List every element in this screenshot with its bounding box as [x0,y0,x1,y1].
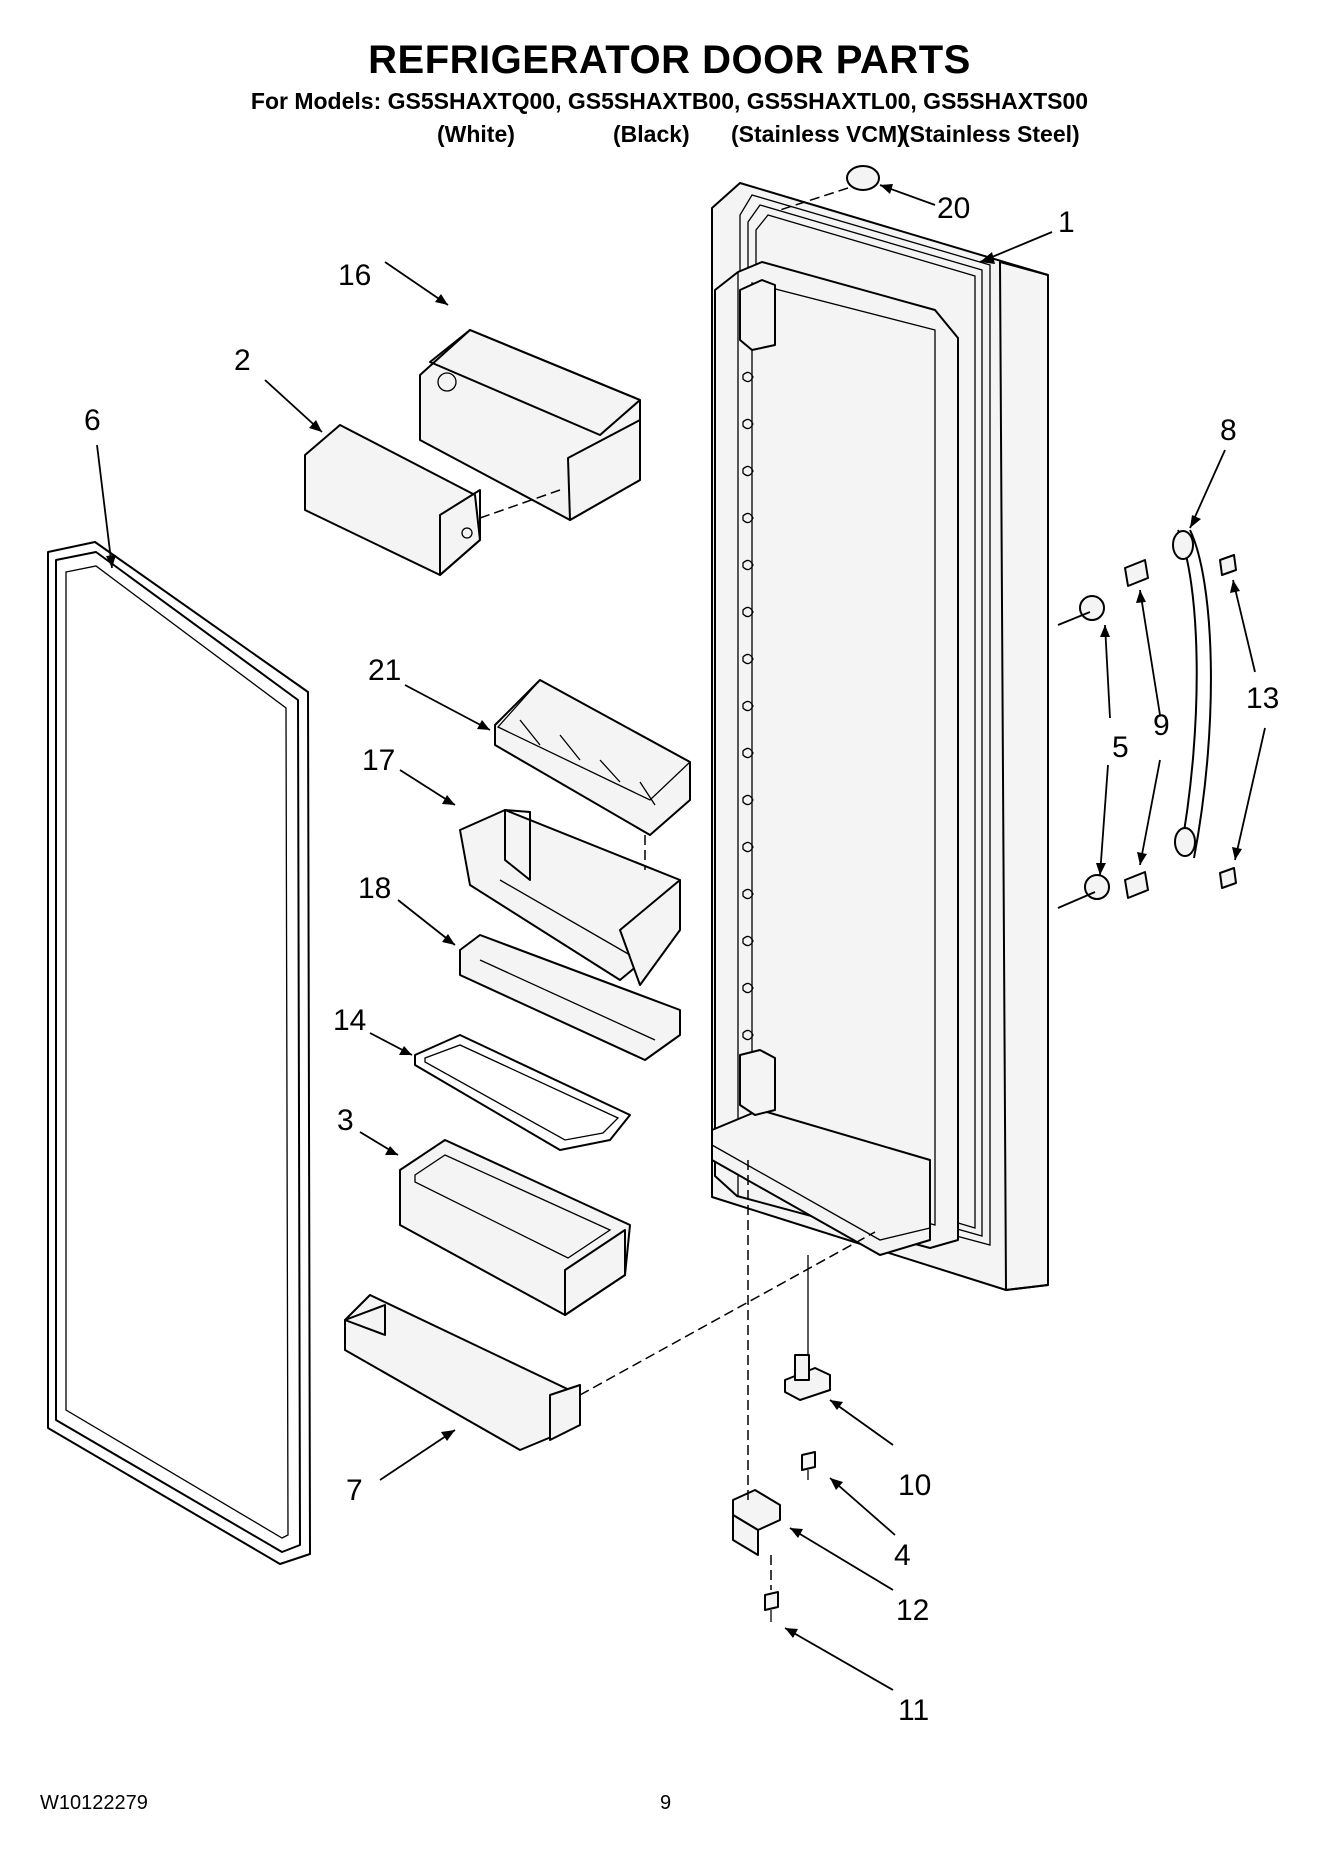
shelf-cleat [742,841,754,853]
svg-text:3: 3 [337,1104,354,1137]
callout-7: 7 [346,1429,456,1507]
door-gasket [47,541,311,1565]
callout-18: 18 [358,872,456,946]
callout-20: 20 [879,184,970,225]
shelf-cleat [742,512,754,524]
svg-text:6: 6 [84,404,101,437]
shelf-14 [414,1034,631,1151]
callout-5: 5 [1096,624,1129,876]
page-number: 9 [660,1792,672,1814]
svg-text:7: 7 [346,1474,363,1507]
svg-text:9: 9 [1153,709,1170,742]
variant-white: (White) [437,121,515,147]
svg-text:10: 10 [898,1469,931,1502]
callout-6: 6 [84,404,116,569]
svg-text:5: 5 [1112,731,1129,764]
shelf-cleat [742,559,754,571]
door-bin-17 [459,809,681,986]
shelf-trim-18 [459,934,681,1061]
spacer-path-upper [1057,611,1091,626]
svg-text:1: 1 [1058,206,1075,239]
model-variants: (White) (Black) (Stainless VCM) (Stainle… [0,121,1339,151]
shelf-cleat [742,465,754,477]
svg-text:21: 21 [368,654,401,687]
shelf-cleat [742,653,754,665]
callout-16: 16 [338,259,449,306]
dairy-door [304,424,481,576]
svg-text:18: 18 [358,872,391,905]
shelf-cleat [742,606,754,618]
door-bin-7 [344,1294,581,1451]
callout-4: 4 [829,1477,911,1572]
callout-1: 1 [979,206,1075,264]
spacer-path-lower [1057,891,1096,909]
shelf-cleat [742,888,754,900]
variant-stainless-steel: (Stainless Steel) [902,121,1080,147]
shelf-cleat [742,935,754,947]
callout-8: 8 [1189,414,1237,529]
callout-13: 13 [1230,579,1279,861]
shelf-cleat [742,747,754,759]
callouts: 1 2 3 4 5 6 7 8 [84,184,1279,1727]
svg-text:14: 14 [333,1004,366,1037]
svg-text:2: 2 [234,344,251,377]
callout-21: 21 [368,654,491,731]
callout-9: 9 [1136,589,1170,866]
models-line: For Models: GS5SHAXTQ00, GS5SHAXTB00, GS… [250,88,1089,114]
callout-12: 12 [789,1527,929,1627]
callout-11: 11 [784,1627,929,1727]
svg-text:20: 20 [937,192,970,225]
svg-text:13: 13 [1246,682,1279,715]
shelf-cleat [742,982,754,994]
screw-4 [801,1451,816,1480]
callout-17: 17 [362,744,456,806]
shelf-cleat [742,418,754,430]
svg-text:12: 12 [896,1594,929,1627]
shelf-cleats [742,371,754,1041]
shelf-cleat [742,371,754,383]
screw-11 [764,1591,779,1622]
handle-8 [1172,529,1212,859]
door-bin-3 [399,1139,631,1316]
callout-14: 14 [333,1004,413,1056]
svg-text:8: 8 [1220,414,1237,447]
svg-text:4: 4 [894,1539,911,1572]
svg-text:16: 16 [338,259,371,292]
callout-10: 10 [829,1399,931,1502]
plug-20 [846,165,880,191]
bin-7-path [579,1231,876,1396]
door-liner [711,261,959,1256]
shelf-cleat [742,700,754,712]
svg-text:11: 11 [898,1694,929,1727]
hinge-bracket-12 [732,1489,781,1556]
shelf-cleat [742,794,754,806]
plug-20-path [779,187,849,211]
shelf-cleat [742,1029,754,1041]
hinge-10 [784,1354,831,1401]
callout-3: 3 [337,1104,399,1156]
svg-text:17: 17 [362,744,395,777]
page-title: REFRIGERATOR DOOR PARTS [368,38,971,82]
variant-stainless-vcm: (Stainless VCM) [731,121,905,147]
variant-black: (Black) [613,121,690,147]
document-number: W10122279 [40,1792,148,1814]
bin-insert [494,679,692,836]
dairy-bin [419,329,641,521]
callout-2: 2 [234,344,323,433]
